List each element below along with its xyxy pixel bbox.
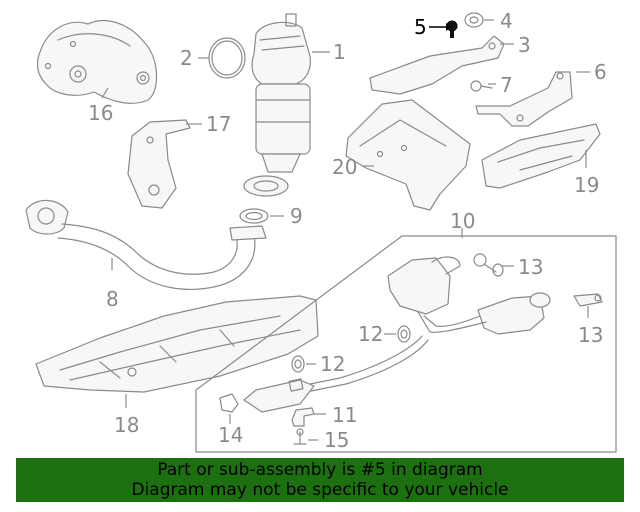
part-17-bracket xyxy=(127,119,191,209)
part-4-washer xyxy=(464,12,484,28)
part-11-bracket xyxy=(291,407,315,427)
part-10-muffler-assembly-box xyxy=(195,235,617,453)
part-18-underbody-shield xyxy=(35,295,319,393)
callout-6: 6 xyxy=(594,60,607,84)
part-5-bolt xyxy=(446,20,458,38)
part-3-bracket xyxy=(369,35,505,95)
part-1-catalytic-converter xyxy=(243,13,311,197)
part-13-hanger-upper xyxy=(473,253,504,277)
callout-4: 4 xyxy=(500,9,513,33)
parts-diagram: 16 2 1 5 4 3 7 xyxy=(25,9,617,453)
info-banner: Part or sub-assembly is #5 in diagram Di… xyxy=(16,458,624,502)
callout-2: 2 xyxy=(180,46,193,70)
callout-20: 20 xyxy=(332,155,357,179)
callout-10: 10 xyxy=(450,209,475,233)
part-12-insulator-lower xyxy=(291,355,305,373)
part-19-heat-shield xyxy=(481,123,601,189)
callout-7: 7 xyxy=(500,73,513,97)
part-12-insulator-middle xyxy=(397,325,411,343)
callout-16: 16 xyxy=(88,101,113,125)
callout-12a: 12 xyxy=(358,322,383,346)
callout-13b: 13 xyxy=(578,323,603,347)
callout-3: 3 xyxy=(518,33,531,57)
callout-5: 5 xyxy=(414,15,427,39)
callout-11: 11 xyxy=(332,403,357,427)
callout-9: 9 xyxy=(290,204,303,228)
part-15-bolt xyxy=(293,428,307,445)
part-7-bolt xyxy=(470,80,493,92)
callout-1: 1 xyxy=(333,40,346,64)
banner-line-2: Diagram may not be specific to your vehi… xyxy=(131,480,509,500)
part-20-heat-shield xyxy=(345,99,471,211)
callout-8: 8 xyxy=(106,287,119,311)
callout-13a: 13 xyxy=(518,255,543,279)
callout-15: 15 xyxy=(324,428,349,452)
callout-18: 18 xyxy=(114,413,139,437)
part-9-gasket xyxy=(239,208,269,224)
part-16-heat-shield xyxy=(36,20,158,104)
part-8-front-pipe xyxy=(25,199,267,290)
part-2-gasket xyxy=(208,37,246,79)
banner-line-1: Part or sub-assembly is #5 in diagram xyxy=(157,460,483,480)
callout-12b: 12 xyxy=(320,352,345,376)
part-13-hanger-right xyxy=(573,293,603,307)
callout-17: 17 xyxy=(206,112,231,136)
muffler-assembly xyxy=(243,256,551,413)
callout-14: 14 xyxy=(218,423,243,447)
callout-19: 19 xyxy=(574,173,599,197)
part-6-hanger-bracket xyxy=(475,71,573,127)
part-14-gasket xyxy=(219,393,239,413)
